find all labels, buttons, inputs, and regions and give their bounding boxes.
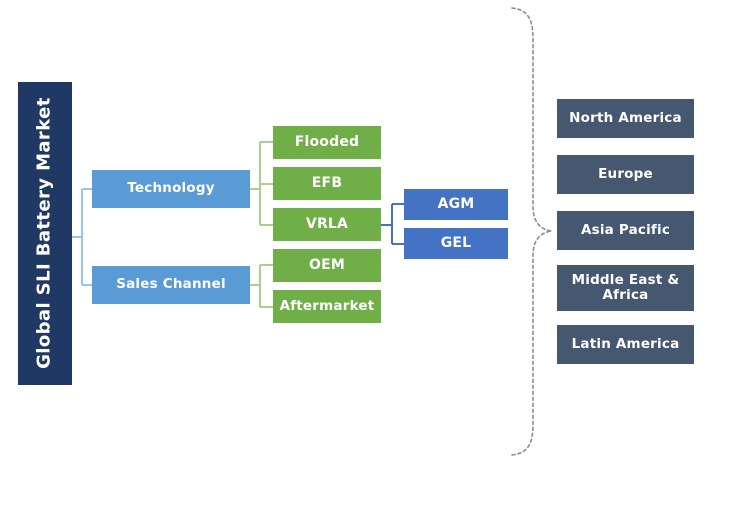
region-box-asia-pacific[interactable]: Asia Pacific <box>557 211 694 250</box>
sub-segment-box-efb[interactable]: EFB <box>273 167 381 200</box>
sub-segment-box-vrla[interactable]: VRLA <box>273 208 381 241</box>
region-box-europe[interactable]: Europe <box>557 155 694 194</box>
root-title-box: Global SLI Battery Market <box>18 82 72 385</box>
connector-sales-channel-to-subs <box>250 264 273 308</box>
connector-technology-to-subs <box>250 141 273 226</box>
sub-segment-box-oem[interactable]: OEM <box>273 249 381 282</box>
deep-segment-box-agm[interactable]: AGM <box>404 189 508 220</box>
segment-box-sales-channel[interactable]: Sales Channel <box>92 266 250 304</box>
region-box-latin-america[interactable]: Latin America <box>557 325 694 364</box>
region-box-north-america[interactable]: North America <box>557 99 694 138</box>
deep-segment-box-gel[interactable]: GEL <box>404 228 508 259</box>
root-title-label: Global SLI Battery Market <box>33 97 55 370</box>
connector-vrla-to-deep <box>381 203 404 245</box>
segment-box-technology[interactable]: Technology <box>92 170 250 208</box>
sub-segment-box-flooded[interactable]: Flooded <box>273 126 381 159</box>
region-box-middle-east-africa[interactable]: Middle East & Africa <box>557 265 694 311</box>
regions-brace-icon <box>511 7 552 456</box>
sub-segment-box-aftermarket[interactable]: Aftermarket <box>273 290 381 323</box>
connector-root-to-segments <box>72 188 92 286</box>
